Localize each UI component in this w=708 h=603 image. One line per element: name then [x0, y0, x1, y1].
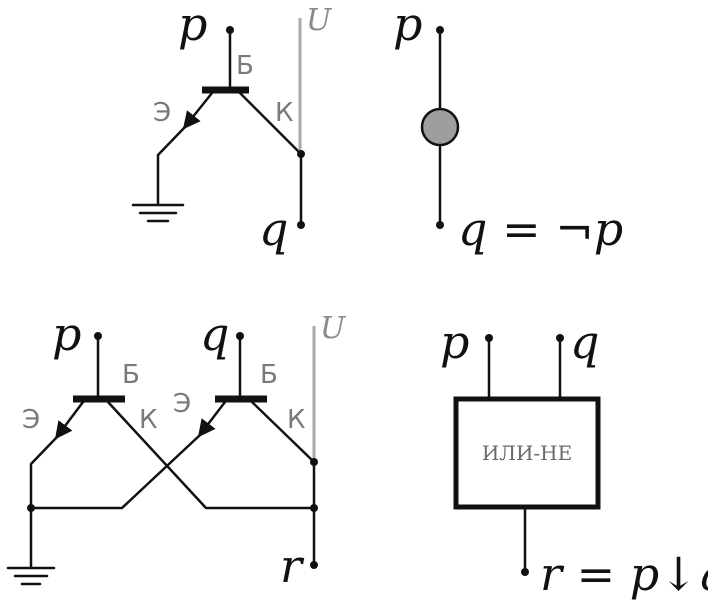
not-symbol-input-label: p	[393, 0, 422, 51]
not-emitter-label: Э	[153, 98, 171, 128]
not-input-label: p	[178, 0, 207, 51]
nor-input-b-label: q	[200, 307, 229, 361]
nor-gate-label: ИЛИ-НЕ	[482, 441, 572, 465]
nor-collector-a-junction	[310, 504, 318, 512]
nor-input-a-label: p	[52, 307, 81, 361]
nor-symbol-input-b-label: q	[570, 315, 599, 369]
nor-emitter-a-arrow	[54, 400, 85, 440]
nor-emitter-b-wire	[29, 433, 202, 510]
nor-emitter-b-label: Э	[173, 389, 191, 419]
not-ground-symbol	[131, 203, 185, 223]
nor-emitter-b-arrow	[197, 400, 227, 438]
nor-collector-a-wire	[106, 400, 316, 510]
nor-collector-b-wire	[250, 400, 316, 464]
not-supply-label: U	[306, 3, 333, 38]
not-emitter-wire	[156, 125, 187, 207]
nor-emitter-a-label: Э	[22, 405, 40, 435]
nor-collector-b-label: К	[287, 405, 305, 435]
nor-base-b-label: Б	[260, 360, 278, 390]
nor-transistor-circuit: p Б Э К q Б Э К U r	[6, 307, 347, 593]
nor-symbol-output-expr: r = p↓q	[540, 547, 708, 601]
nor-gate-box	[453, 396, 601, 510]
not-symbol-output-terminal	[436, 221, 444, 229]
not-symbol-output-expr: q = ¬p	[458, 202, 623, 256]
nor-output-label: r	[280, 539, 305, 593]
not-collector-wire	[238, 91, 303, 156]
nor-emitter-a-wire	[29, 435, 59, 510]
nor-symbol-input-a-label: p	[440, 315, 469, 369]
nor-gate-symbol: p q ИЛИ-НЕ r = p↓q	[440, 315, 708, 601]
inverter-circle	[420, 107, 460, 147]
nor-supply-label: U	[320, 311, 347, 346]
not-base-label: Б	[236, 51, 254, 81]
not-output-terminal	[297, 221, 305, 229]
nor-output-terminal	[310, 561, 318, 569]
not-output-label: q	[259, 202, 288, 256]
nor-base-a-label: Б	[122, 360, 140, 390]
not-gate-symbol: p q = ¬p	[393, 0, 623, 256]
nor-symbol-output-terminal	[521, 568, 529, 576]
nor-ground-symbol	[6, 566, 56, 586]
nor-collector-a-label: К	[139, 405, 157, 435]
not-emitter-arrow	[182, 91, 214, 130]
not-collector-label: К	[275, 98, 293, 128]
not-transistor-circuit: p Б Э К U q	[131, 0, 333, 256]
